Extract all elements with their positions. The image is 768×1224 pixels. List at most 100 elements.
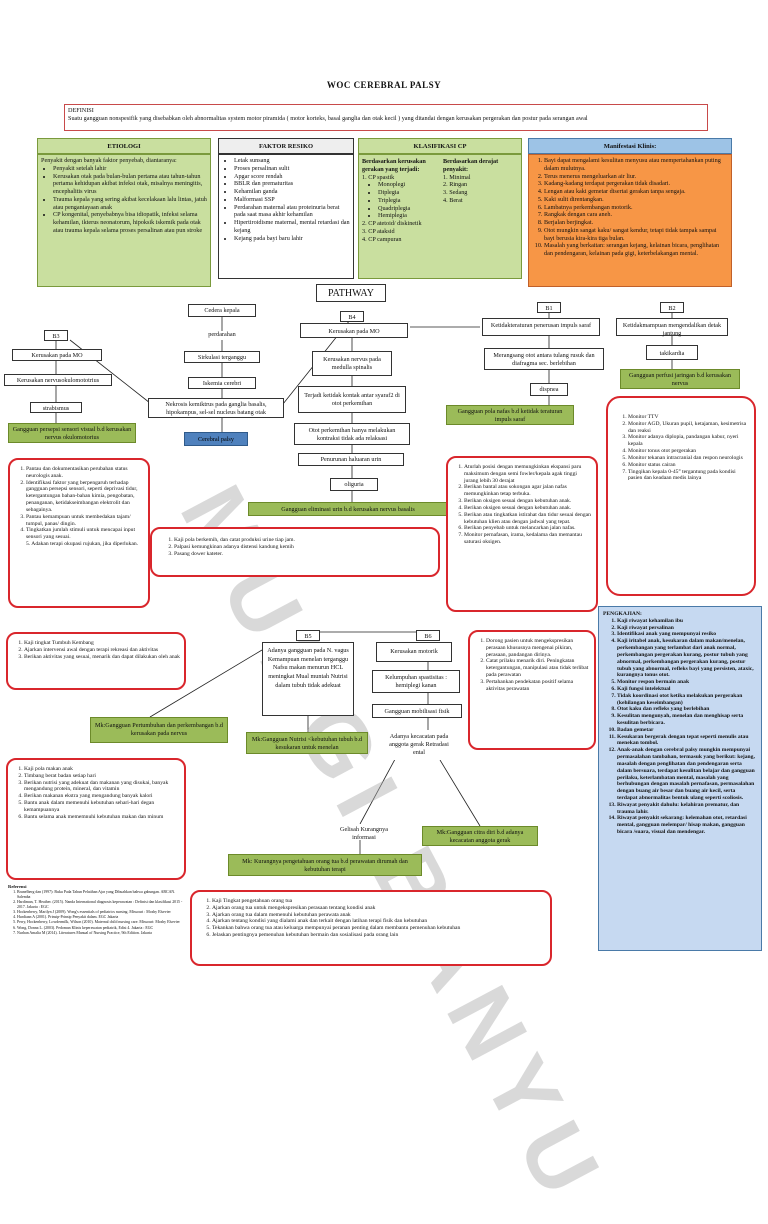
pengkajian-item: Identifikasi anak yang mempunyai resiko (617, 631, 757, 638)
intervensi-item: Berikan aktivitas yang sesuai, menarik d… (24, 654, 180, 661)
pengkajian-item: Kesukaran bergerak dengan tepat seperti … (617, 734, 757, 748)
intervensi-item: Dorong pasien untuk mengekspresikan pera… (486, 638, 590, 658)
intervensi-item: Catat prilaku menarik diri. Peningkatan … (486, 658, 590, 678)
pathway-label: PATHWAY (316, 284, 386, 302)
intervensi-item: Jelaskan pentingnya pemenuhan kebutuhan … (212, 932, 542, 939)
intervensi-item: Pertahankan pendekatan positif selama ak… (486, 679, 590, 693)
connector-lines (55, 313, 673, 854)
intervensi-item: Bantu selama anak mememnuhi kebutuhan ma… (24, 814, 180, 821)
pengkajian-item: Anak-anak dengan cerebral palsy mungkin … (617, 747, 757, 802)
node-kerusakan-nervus-medulla: Kerusakan nervus pada medulla spinalis (312, 351, 392, 376)
node-kerusakan-mo-center: Kerusakan pada MO (300, 323, 408, 338)
intervensi-item: Kaji pola makan anak (24, 766, 180, 773)
intervensi-eliminasi: Kaji pola berkemih, dan catat produksi u… (150, 527, 440, 577)
intervensi-item: Ajarkan orang tua untuk mengekspresikan … (212, 905, 542, 912)
intervensi-item: Ajarkan tentang kondisi yang dialami ana… (212, 918, 542, 925)
derajat-item: Berat (449, 196, 463, 204)
etiologi-header: ETIOLOGI (37, 138, 211, 154)
intervensi-tumbuh: Kaji tingkat Tumbuh Kembang Ajarkan inte… (6, 632, 186, 690)
faktor-item: Apgar score rendah (234, 173, 350, 181)
node-penurunan-urin: Penurunan haluaran urin (298, 453, 404, 466)
manifestasi-item: Kaki sulit direntangkan. (544, 196, 728, 204)
faktor-resiko-box: Letak sunsang Proses persalinan sulit Ap… (218, 154, 354, 279)
definisi-box: DEFINISI Suatu gangguan nonspesifik yang… (64, 104, 708, 131)
pengkajian-item: Riwayat penyakit dahulu: kelahiran prema… (617, 802, 757, 816)
dx-eliminasi: Gangguan eliminasi urin b.d kerusakan ne… (248, 502, 448, 516)
intervensi-item: Bantu anak dalam memenuhi kebutuhan seha… (24, 800, 180, 814)
node-kelumpuhan: Kelumpuhan spastisitas : hemiplegi kanan (372, 670, 460, 693)
referensi-item: Nurhan Amalia M (2014). Literatures Manu… (17, 931, 188, 936)
node-iskemia: Iskemia cerebri (188, 377, 256, 389)
definisi-label: DEFINISI (68, 107, 94, 114)
node-cedera: Cedera kepala (188, 304, 256, 317)
node-kerusakan-nervus: Kerusakan nervusokulomototrius (4, 374, 112, 386)
intervensi-item: Timbang berat badan setiap hari (24, 773, 180, 780)
dx-nafas: Gangguan pola nafas b.d ketidak teratura… (446, 405, 574, 425)
node-otot-perkemihan: Otot perkemihan hanya melakukan kontraks… (294, 423, 410, 445)
node-kecacatan: Adanya kecacatan pada anggota gerak Retr… (384, 730, 454, 760)
intervensi-item: Pantau kemampuan untuk membedakan tajam/… (26, 514, 144, 528)
node-merangsang: Merangsang otot antara tulang rusuk dan … (484, 348, 604, 370)
intervensi-persepsi: Pantau dan dokumentasikan perubahan stat… (8, 458, 150, 608)
intervensi-item: Kaji pola berkemih, dan catat produksi u… (174, 537, 428, 544)
pengkajian-item: Kaji iritabel anak, kesukaran dalam maka… (617, 638, 757, 679)
klasifikasi-header: KLASIFIKASI CP (358, 138, 522, 154)
etiologi-item: Trauma kepala yang sering akibat kecelak… (53, 196, 207, 212)
referensi-item: Perry, Hockenberry, Lowdermilk, Wilson (… (17, 920, 188, 925)
node-cerebral-palsy: Cerebral palsy (184, 432, 248, 446)
referensi-block: Referensi Brunelberg dan (1997): Buku Pa… (8, 884, 188, 936)
dx-nutrisi: Mk:Gangguan Nutrisi <kebutuhan tubuh b.d… (246, 732, 368, 754)
referensi-item: Hockenberry, Marilyn J (2009). Wong's es… (17, 910, 188, 915)
faktor-item: Kehamilan ganda (234, 188, 350, 196)
manifestasi-item: Berjalan berjingkat. (544, 219, 728, 227)
faktor-item: Perdarahan maternal atau proteinuria ber… (234, 204, 350, 220)
definisi-text: Suatu gangguan nonspesifik yang disebabk… (68, 114, 588, 122)
node-b6: B6 (416, 630, 440, 641)
manifestasi-item: Otot mungkin sangat kaku/ sangat kendur,… (544, 227, 728, 243)
faktor-item: Hipertiroidisme maternal, mental retarda… (234, 219, 350, 235)
intervensi-item: Pantau dan dokumentasikan perubahan stat… (26, 466, 144, 480)
spastik-sub: Monoplegi (378, 181, 438, 189)
faktor-item: Kejang pada bayi baru lahir (234, 235, 350, 243)
derajat-item: Ringan (449, 181, 468, 189)
manifestasi-item: Lambatnya perkembangan motorik. (544, 204, 728, 212)
pengkajian-item: Kesulitan mengunyah, menelan dan menghis… (617, 713, 757, 727)
intervensi-item: Kaji Tingkat pengetahuan orang tua (212, 898, 542, 905)
klasifikasi-left-title: Berdasarkan kerusakan gerakan yang terja… (362, 158, 426, 173)
intervensi-item: Monitor pernafasan, irama, kedalama dan … (464, 532, 592, 546)
pengkajian-item: Kaji riwayat persalinan (617, 625, 757, 632)
node-dispnea: dispnea (530, 383, 568, 396)
spastik-sub: Quadriplegia (378, 205, 438, 213)
intervensi-item: Aturlah posisi dengan memungkinkan ekspa… (464, 464, 592, 484)
intervensi-item: Berikan nutrisi yang adekuat dan makanan… (24, 780, 180, 794)
pengkajian-header: PENGKAJIAN: (603, 611, 642, 617)
node-mobilisasi: Gangguan mobilisasi fisik (372, 704, 462, 718)
node-gangguan-vagus: Adanya gangguan pada N. vagus Kemampuan … (262, 642, 354, 716)
node-takikardia: takikardia (646, 345, 698, 360)
pengkajian-item: Badan gemetar (617, 727, 757, 734)
intervensi-item: Palpasi kemungkinan adanya distensi kand… (174, 544, 428, 551)
klasifikasi-item: CP spastik (368, 173, 395, 181)
node-b1: B1 (537, 302, 561, 313)
intervensi-item: Monitor status cairan (628, 462, 750, 469)
intervensi-item: Monitor tonus otot pergerakan (628, 448, 750, 455)
klasifikasi-right-title: Berdasarkan derajat penyakit: (443, 158, 499, 173)
manifestasi-item: Kadang-kadang terdapat pergerakan tidak … (544, 180, 728, 188)
manifestasi-item: Terus menerus mengeluarkan air liur. (544, 173, 728, 181)
spastik-sub: Hemiplegia (378, 212, 438, 220)
intervensi-item: Berikan bantal atau sokongan agar jalan … (464, 484, 592, 498)
derajat-item: Minimal (449, 173, 471, 181)
node-terjadi-kontak: Terjadi ketidak kontak antar syaraf2 di … (298, 386, 406, 413)
intervensi-item: Monitor AGD, Ukuran pupil, ketajaman, ke… (628, 421, 750, 435)
intervensi-item: Monitor tekanan intracranial dan respon … (628, 455, 750, 462)
etiologi-item: CP kongenital, penyebabnya bisa idiopati… (53, 211, 207, 234)
referensi-item: Hurdiaan A (2001). Prinsip-Prinsip Penya… (17, 915, 188, 920)
intervensi-item: Identifikasi faktor yang berpengaruh ter… (26, 480, 144, 514)
intervensi-item: Tingqikan kepala 0-45° tergantung pada k… (628, 469, 750, 483)
intervensi-item: Tekankan bahwa orang tua atau keluarga m… (212, 925, 542, 932)
dx-citra-diri: Mk:Gangguan citra diri b.d adanya kecaca… (422, 826, 538, 846)
faktor-item: Proses persalinan sulit (234, 165, 350, 173)
node-sirkulasi: Sirkulasi terganggu (184, 351, 260, 363)
pengkajian-item: Kaji fungsi intelektual (617, 686, 757, 693)
page-title: WOC CEREBRAL PALSY (326, 80, 442, 90)
